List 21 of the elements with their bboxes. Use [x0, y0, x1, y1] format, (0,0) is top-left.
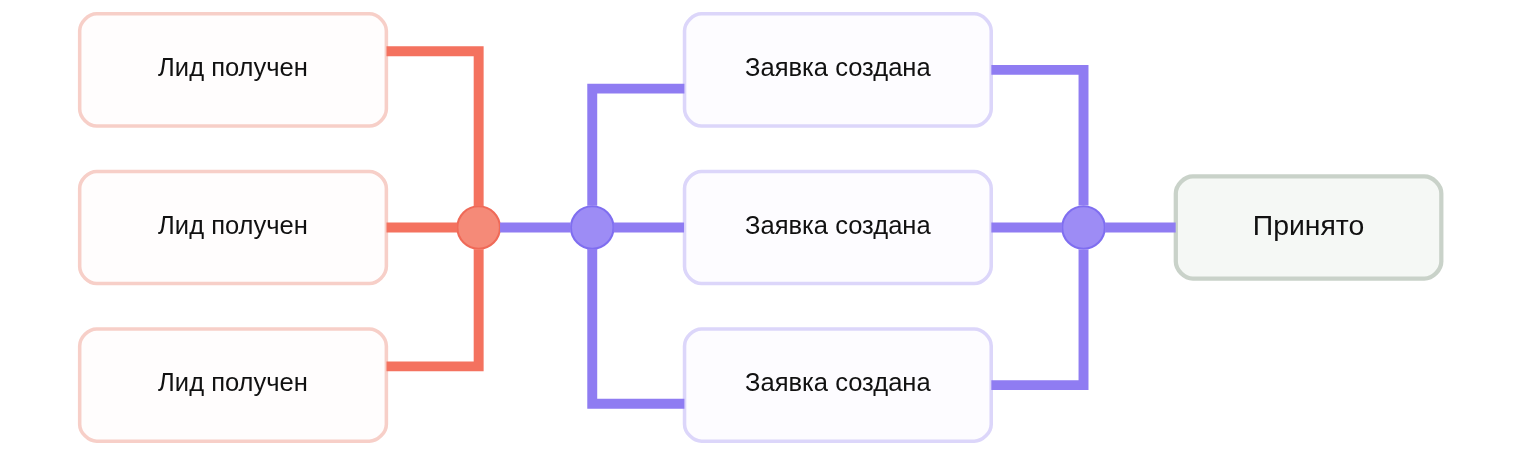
connector [386, 222, 457, 233]
connector [1104, 222, 1176, 233]
node-circle [1060, 205, 1106, 250]
node-box: Заявка создана [682, 12, 993, 128]
node-box: Лид получен [77, 327, 388, 443]
connector [990, 249, 1088, 391]
node-circle [455, 205, 501, 250]
node-box: Лид получен [77, 169, 388, 286]
node-box: Принято [1173, 174, 1443, 281]
connector [586, 83, 684, 206]
node-box: Заявка создана [682, 327, 993, 443]
node-circle [569, 205, 615, 250]
connector [613, 222, 684, 233]
connector [586, 249, 684, 409]
connector [499, 222, 571, 233]
node-box: Лид получен [77, 12, 388, 128]
connector [990, 64, 1088, 206]
connector [386, 46, 484, 206]
connector [386, 249, 484, 372]
node-box: Заявка создана [682, 169, 993, 286]
connector [990, 222, 1062, 233]
